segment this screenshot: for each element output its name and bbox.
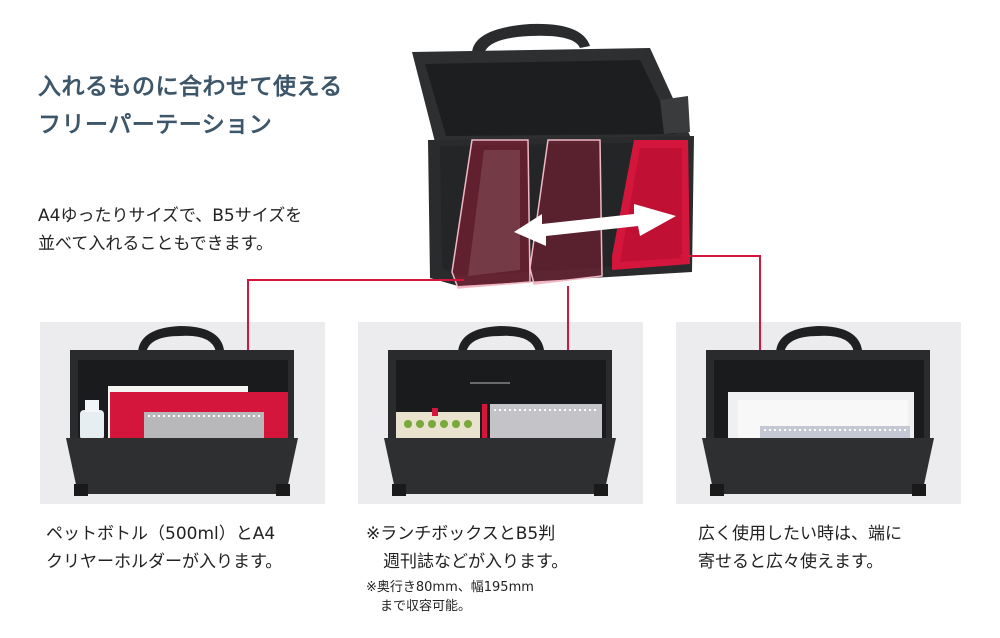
headline-line-1: 入れるものに合わせて使える <box>38 74 343 100</box>
case-lunchbox-image <box>384 326 616 496</box>
intro-line-2: 並べて入れることもできます。 <box>38 234 273 254</box>
headline: 入れるものに合わせて使える フリーパーテーション <box>38 68 343 144</box>
note-lunchbox: ※奥行き80mm、幅195mm まで収容可能。 <box>366 578 534 616</box>
headline-line-2: フリーパーテーション <box>38 112 273 138</box>
caption-lunchbox-line-2: 週刊誌などが入ります。 <box>366 552 569 572</box>
case-wide-image <box>702 326 934 496</box>
main-case-image <box>412 23 694 289</box>
case-bottle-image <box>66 326 298 496</box>
intro-text: A4ゆったりサイズで、B5サイズを 並べて入れることもできます。 <box>38 202 302 258</box>
caption-bottle-line-1: ペットボトル（500ml）とA4 <box>46 524 276 544</box>
note-lunchbox-line-2: まで収容可能。 <box>380 599 472 614</box>
caption-lunchbox-line-1: ※ランチボックスとB5判 <box>366 524 556 544</box>
caption-wide-line-1: 広く使用したい時は、端に <box>698 524 902 544</box>
caption-bottle-line-2: クリヤーホルダーが入ります。 <box>46 552 283 572</box>
intro-line-1: A4ゆったりサイズで、B5サイズを <box>38 206 303 226</box>
caption-lunchbox: ※ランチボックスとB5判 週刊誌などが入ります。 <box>366 520 568 576</box>
caption-wide: 広く使用したい時は、端に 寄せると広々使えます。 <box>698 520 902 576</box>
connector-lines <box>247 255 761 350</box>
note-lunchbox-line-1: ※奥行き80mm、幅195mm <box>366 580 534 595</box>
caption-bottle: ペットボトル（500ml）とA4 クリヤーホルダーが入ります。 <box>46 520 282 576</box>
caption-wide-line-2: 寄せると広々使えます。 <box>698 552 884 572</box>
